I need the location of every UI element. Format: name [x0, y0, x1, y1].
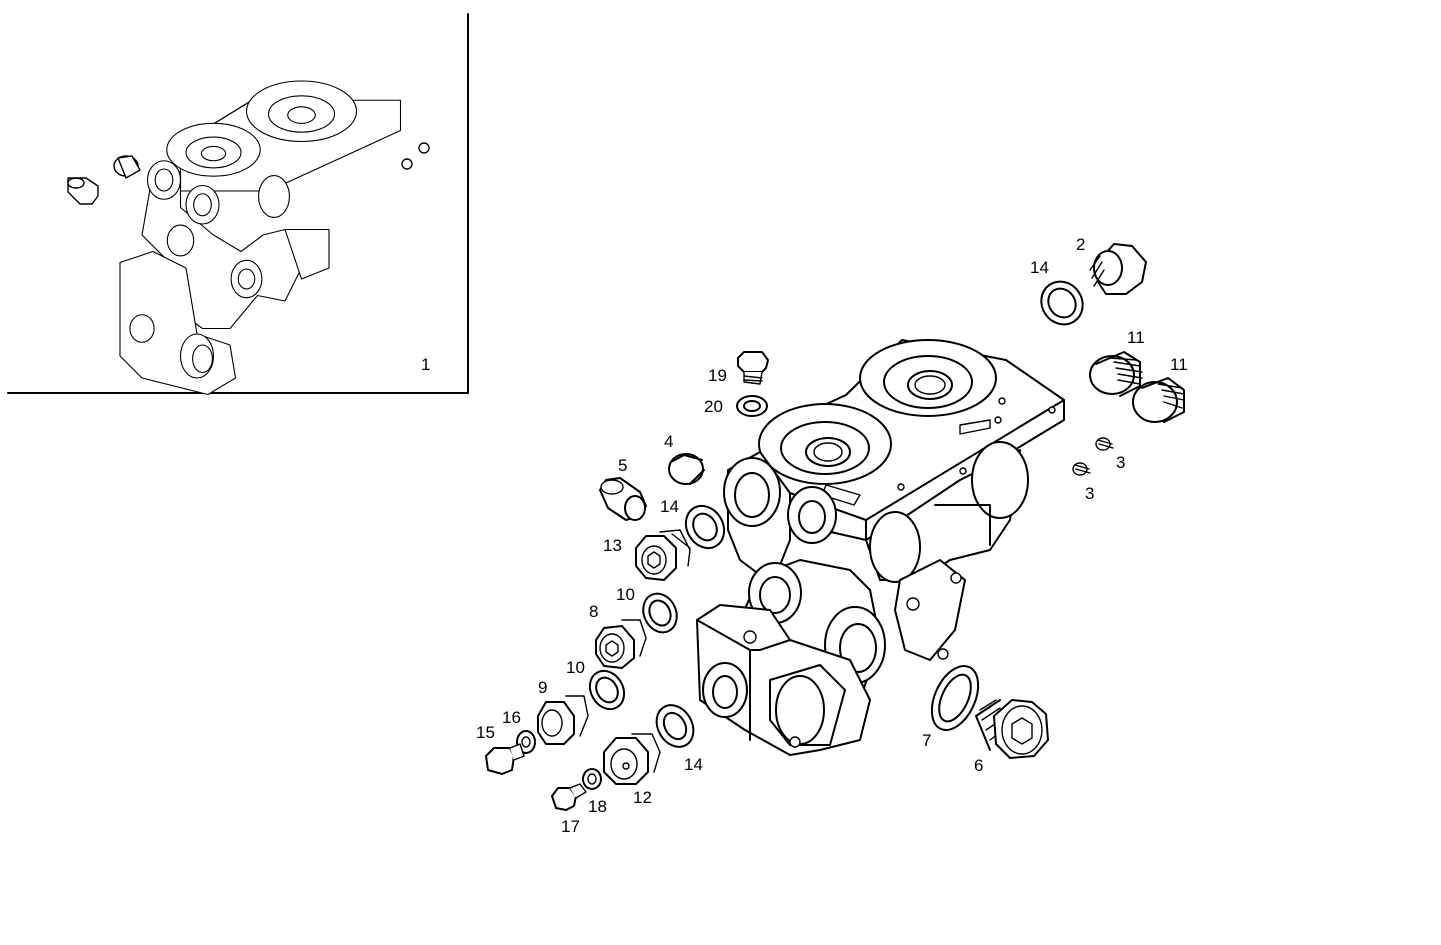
part-11-threaded-plug-a: [1089, 351, 1143, 397]
callout-labels: 2 14 11 11 3 3 19 20 4 5 14 13 10 8 10 9…: [476, 235, 1188, 836]
label-2: 2: [1076, 235, 1085, 254]
part-3-grub-screw-b: [1072, 462, 1091, 476]
label-11-a: 11: [1127, 328, 1145, 347]
part-5-bush: [599, 477, 647, 521]
inset-assembled-housing: [119, 80, 402, 396]
label-3-b: 3: [1085, 484, 1094, 503]
label-10-lower: 10: [566, 658, 585, 677]
label-17: 17: [561, 817, 580, 836]
inset-panel: [7, 13, 469, 394]
part-18-small-washer: [582, 768, 602, 790]
part-13-hex-socket-plug: [635, 529, 691, 581]
part-9-hex-plug: [537, 695, 589, 745]
part-10-washer-upper: [642, 592, 678, 634]
label-5: 5: [618, 456, 627, 475]
main-housing: [696, 339, 1065, 756]
part-14-washer-lower: [655, 704, 695, 748]
label-16: 16: [502, 708, 521, 727]
label-18: 18: [588, 797, 607, 816]
label-13: 13: [603, 536, 622, 555]
label-15: 15: [476, 723, 495, 742]
part-20-washer: [736, 395, 768, 417]
label-19: 19: [708, 366, 727, 385]
label-14-middle: 14: [660, 497, 679, 516]
label-14-lower: 14: [684, 755, 703, 774]
label-14-top: 14: [1030, 258, 1049, 277]
label-4: 4: [664, 432, 673, 451]
label-11-b: 11: [1170, 355, 1188, 374]
label-3-a: 3: [1116, 453, 1125, 472]
label-8: 8: [589, 602, 598, 621]
part-8-hex-socket-plug: [595, 619, 647, 669]
label-6: 6: [974, 756, 983, 775]
inset-label: 1: [421, 355, 430, 374]
part-11-threaded-plug-b: [1132, 377, 1185, 423]
part-2-plug: [1089, 243, 1147, 295]
label-7: 7: [922, 731, 931, 750]
part-3-grub-screw-a: [1095, 437, 1114, 451]
part-4-cap: [668, 453, 705, 485]
part-14-washer-top: [1040, 280, 1084, 326]
label-9: 9: [538, 678, 547, 697]
part-6-large-plug: [975, 699, 1049, 759]
part-14-washer-middle: [684, 504, 726, 550]
part-19-screw: [737, 351, 769, 385]
label-10-upper: 10: [616, 585, 635, 604]
part-15-cap: [485, 743, 525, 775]
label-20: 20: [704, 397, 723, 416]
part-12-plug: [603, 733, 661, 785]
label-12: 12: [633, 788, 652, 807]
inset-loose-parts: [67, 142, 430, 205]
part-17-bolt: [551, 783, 587, 811]
part-10-washer-lower: [588, 669, 626, 711]
part-7-seal-ring: [930, 665, 980, 731]
